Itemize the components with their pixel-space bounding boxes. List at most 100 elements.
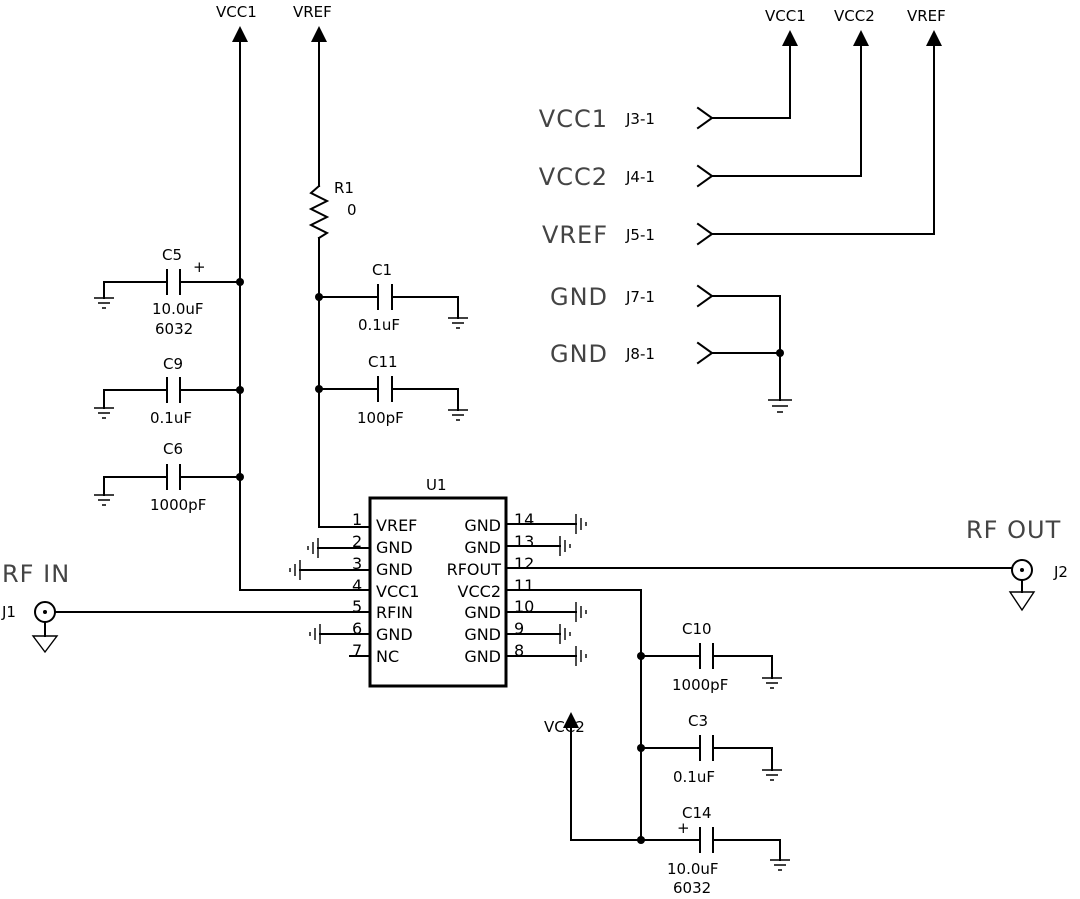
u1-right-pin-name: GND	[464, 625, 501, 644]
c14-wires	[570, 727, 781, 861]
c11-plates	[377, 376, 393, 402]
vcc1-rail-wire	[239, 41, 371, 591]
c11-value: 100pF	[357, 409, 404, 427]
u1-left-pin-name: GND	[376, 538, 413, 557]
c9-ref: C9	[163, 355, 183, 373]
u1-left-pin-name: NC	[376, 647, 399, 666]
u1-left-pin-name: VCC1	[376, 582, 419, 601]
c1-ground-symbol	[448, 317, 468, 329]
net-label-vcc2-right: VCC2	[834, 7, 875, 25]
vcc2-rail-wire	[505, 589, 642, 841]
j1-ref: J1	[1, 603, 16, 621]
connector-net-name: VCC2	[539, 163, 608, 191]
c9-plates	[166, 377, 181, 403]
connector-ref: J5-1	[625, 226, 655, 244]
c6-value: 1000pF	[150, 496, 206, 514]
c5-ref: C5	[162, 246, 182, 264]
connector-net-name: GND	[550, 340, 608, 368]
c14-polarity: +	[677, 819, 690, 837]
rf-in-label: RF IN	[2, 560, 70, 588]
connector-ref: J8-1	[625, 345, 655, 363]
u1-left-pin-number: 6	[352, 619, 362, 638]
u1-right-pin-number: 13	[514, 532, 534, 551]
c6-wires	[103, 476, 241, 496]
net-label-vcc1-top: VCC1	[216, 3, 257, 21]
u1-right-pin-name: GND	[464, 516, 501, 535]
vcc1-right-arrow	[782, 30, 798, 46]
pin10-ground-symbol	[575, 602, 587, 622]
c11-wires	[318, 388, 459, 411]
connector-ground-symbol	[768, 399, 792, 413]
u1-left-pin-number: 7	[352, 641, 362, 660]
connector-chevron	[696, 106, 714, 130]
u1-right-pin-name: RFOUT	[447, 560, 502, 579]
j1-ground-symbol	[31, 635, 59, 654]
u1-right-pin-number: 11	[514, 576, 534, 595]
c1-wires	[318, 296, 459, 319]
c9-value: 0.1uF	[150, 409, 192, 427]
j4-wire	[711, 45, 862, 177]
u1-left-pin-number: 4	[352, 576, 362, 595]
j2-ref: J2	[1053, 563, 1068, 581]
j1-center	[43, 610, 47, 614]
vcc2-supply-arrow	[563, 712, 579, 728]
c11-ground-symbol	[448, 409, 468, 421]
c6-ref: C6	[163, 440, 183, 458]
u1-left-pin-name: VREF	[376, 516, 417, 535]
c6-ground-symbol	[94, 494, 114, 506]
j2-center	[1020, 568, 1024, 572]
u1-right-pin-number: 12	[514, 554, 534, 573]
u1-right-pin-name: VCC2	[458, 582, 501, 601]
net-label-vcc1-right: VCC1	[765, 7, 806, 25]
pin3-ground-symbol	[289, 560, 301, 580]
c6-plates	[166, 464, 181, 490]
connector-chevron	[696, 284, 714, 308]
u1-left-pin-name: GND	[376, 560, 413, 579]
connector-ref: J4-1	[625, 168, 655, 186]
u1-left-pin-number: 2	[352, 532, 362, 551]
c3-ground-symbol	[762, 769, 782, 781]
u1-left-pin-number: 5	[352, 597, 362, 616]
pin2-ground-symbol	[307, 538, 319, 558]
vref-pin1-wire	[318, 237, 371, 528]
net-label-vref-right: VREF	[907, 7, 946, 25]
c5-polarity: +	[193, 258, 206, 276]
u1-right-pin-name: GND	[464, 603, 501, 622]
c3-wires	[640, 747, 773, 771]
j3-wire	[711, 45, 791, 119]
c14-ref: C14	[682, 804, 712, 822]
u1-ic-body	[368, 496, 508, 688]
c10-wires	[640, 655, 773, 679]
pin8-ground-symbol	[575, 646, 587, 666]
pin6-ground-symbol	[309, 624, 321, 644]
c5-package: 6032	[155, 320, 193, 338]
c14-ground-symbol	[770, 859, 790, 871]
u1-left-pin-number: 1	[352, 510, 362, 529]
connector-chevron	[696, 222, 714, 246]
connector-chevron	[696, 164, 714, 188]
r1-resistor	[308, 184, 330, 240]
c9-ground-symbol	[94, 407, 114, 419]
c1-value: 0.1uF	[358, 316, 400, 334]
c1-ref: C1	[372, 261, 392, 279]
vref-right-arrow	[926, 30, 942, 46]
c3-value: 0.1uF	[673, 768, 715, 786]
pin14-ground-symbol	[575, 514, 587, 534]
net-label-vref-top: VREF	[293, 3, 332, 21]
connector-ref: J7-1	[625, 288, 655, 306]
vcc1-supply-arrow	[232, 26, 248, 42]
u1-ref: U1	[426, 476, 447, 494]
c5-ground-symbol	[94, 297, 114, 309]
c3-ref: C3	[688, 712, 708, 730]
r1-ref: R1	[334, 179, 354, 197]
c10-plates	[699, 643, 714, 669]
c5-value: 10.0uF	[152, 300, 204, 318]
j2-ground-symbol	[1008, 591, 1036, 612]
j5-wire	[711, 45, 935, 235]
c3-plates	[699, 735, 714, 761]
u1-right-pin-name: GND	[464, 538, 501, 557]
vref-supply-arrow	[311, 26, 327, 42]
u1-left-pin-number: 3	[352, 554, 362, 573]
